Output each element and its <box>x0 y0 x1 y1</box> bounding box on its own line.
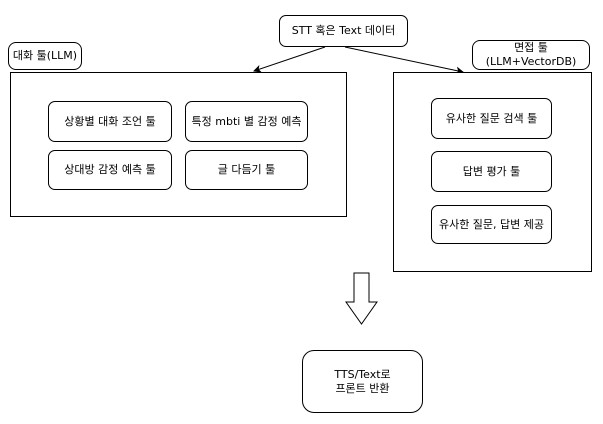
interview-panel-title-line2: (LLM+VectorDB) <box>485 55 577 68</box>
interview-tool-label: 유사한 질문, 답변 제공 <box>438 217 545 231</box>
interview-panel-title: 면접 툴 (LLM+VectorDB) <box>472 40 590 70</box>
interview-tool-node: 유사한 질문, 답변 제공 <box>431 205 552 244</box>
chat-tool-panel <box>10 72 347 217</box>
source-label: STT 혹은 Text 데이터 <box>291 24 396 37</box>
chat-tool-node: 글 다듬기 툴 <box>185 150 308 190</box>
interview-tool-node: 답변 평가 툴 <box>431 151 552 192</box>
arrow-to-chat-panel <box>253 46 326 73</box>
output-label-line2: 프론트 반환 <box>335 381 390 395</box>
arrow-to-interview-panel <box>344 46 464 75</box>
chat-tool-node: 특정 mbti 별 감정 예측 <box>185 101 308 142</box>
interview-tool-node: 유사한 질문 검색 툴 <box>431 98 552 139</box>
chat-panel-title-text: 대화 툴(LLM) <box>12 49 78 62</box>
interview-panel-title-line1: 면접 툴 <box>514 41 548 54</box>
chat-tool-label: 특정 mbti 별 감정 예측 <box>191 114 302 128</box>
chat-tool-label: 글 다듬기 툴 <box>217 163 276 176</box>
interview-tool-label: 답변 평가 툴 <box>462 164 521 178</box>
chat-panel-title: 대화 툴(LLM) <box>8 42 82 70</box>
hollow-down-arrow <box>345 272 378 325</box>
chat-tool-label: 상황별 대화 조언 툴 <box>64 114 156 128</box>
output-node: TTS/Text로 프론트 반환 <box>302 350 423 413</box>
chat-tool-label: 상대방 감정 예측 툴 <box>64 163 156 176</box>
chat-tool-node: 상황별 대화 조언 툴 <box>48 101 172 142</box>
output-label-line1: TTS/Text로 <box>334 367 391 381</box>
interview-tool-label: 유사한 질문 검색 툴 <box>445 111 538 125</box>
chat-tool-node: 상대방 감정 예측 툴 <box>48 150 172 190</box>
source-node: STT 혹은 Text 데이터 <box>279 15 408 47</box>
